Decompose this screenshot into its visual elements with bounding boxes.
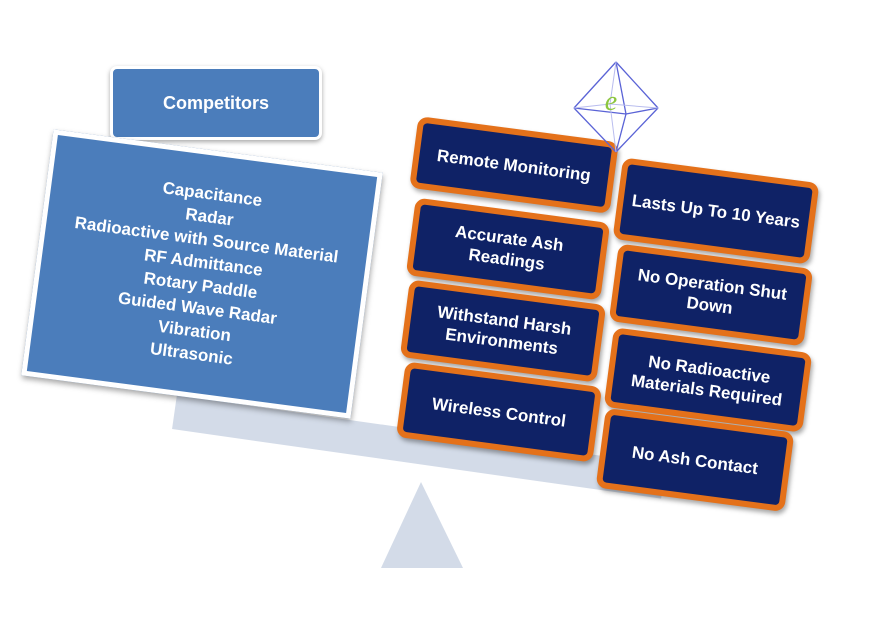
feature-label: Lasts Up To 10 Years <box>630 190 802 232</box>
feature-label: No Operation Shut Down <box>636 265 789 318</box>
octahedron-e-logo-icon: e <box>573 61 659 153</box>
feature-label: Accurate Ash Readings <box>454 222 565 274</box>
logo-letter: e <box>605 86 617 117</box>
feature-label: No Ash Contact <box>630 442 760 478</box>
competitor-list-card: Capacitance Radar Radioactive with Sourc… <box>21 129 383 419</box>
competitors-header: Competitors <box>110 66 322 140</box>
fulcrum-shape <box>381 482 463 568</box>
feature-label: No Radioactive Materials Required <box>629 352 784 410</box>
competitors-header-label: Competitors <box>162 92 269 113</box>
feature-label: Withstand Harsh Environments <box>436 302 573 359</box>
feature-label: Wireless Control <box>430 393 568 431</box>
